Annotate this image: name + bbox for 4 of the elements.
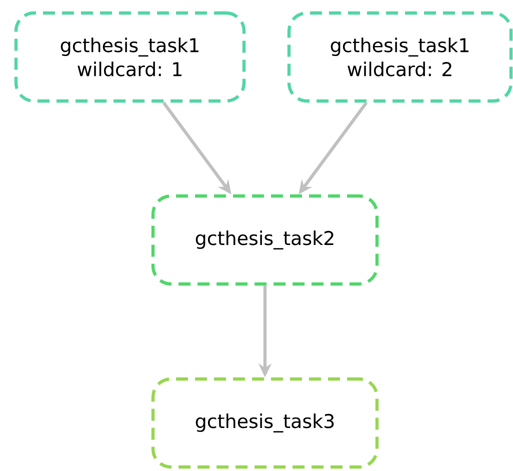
task-box: gcthesis_task2: [151, 194, 379, 286]
task-box: gcthesis_task3: [151, 377, 379, 469]
task-box: gcthesis_task1 wildcard: 1: [14, 11, 246, 103]
task-box: gcthesis_task1 wildcard: 2: [287, 11, 513, 103]
